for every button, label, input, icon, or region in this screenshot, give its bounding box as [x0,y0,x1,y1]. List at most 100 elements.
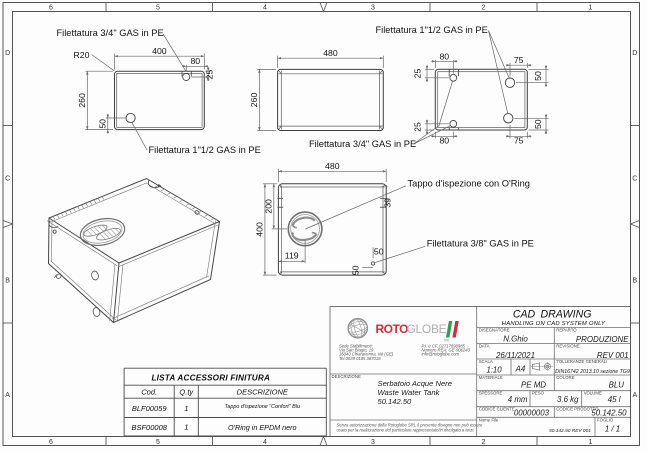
svg-text:D: D [5,50,10,57]
svg-text:5: 5 [156,439,160,446]
svg-text:A: A [5,392,10,399]
svg-text:HANDLING ON CAD SYSTEM ONL: HANDLING ON CAD SYSTEM ONLY [502,321,606,327]
svg-text:400: 400 [255,222,265,237]
svg-text:1: 1 [589,5,593,12]
svg-text:BLF00059: BLF00059 [132,404,167,413]
svg-text:MATERIALE: MATERIALE [479,375,503,380]
svg-text:2: 2 [482,439,486,446]
svg-text:N.Ghio: N.Ghio [503,335,528,344]
svg-text:80: 80 [190,56,200,66]
svg-text:P.I. e CF. 02717890985: P.I. e CF. 02717890985 [422,344,466,349]
svg-text:DISEGNATORE: DISEGNATORE [479,328,510,333]
svg-text:25: 25 [412,122,422,132]
svg-text:25: 25 [412,69,422,79]
svg-text:80: 80 [439,136,449,146]
svg-text:TOLLERANZE GENERALI: TOLLERANZE GENERALI [556,359,607,364]
svg-text:D: D [632,50,637,57]
svg-text:info@rotoglobe.com: info@rotoglobe.com [422,352,460,357]
svg-text:CAD: CAD [513,308,536,320]
svg-text:FOGLIO: FOGLIO [597,418,614,423]
svg-text:PE MD: PE MD [521,380,546,389]
svg-text:B: B [5,278,10,285]
svg-text:4: 4 [263,5,267,12]
svg-text:119: 119 [285,251,299,261]
svg-text:Filettatura 1"1/2 GAS in PE: Filettatura 1"1/2 GAS in PE [376,25,488,35]
svg-text:75: 75 [514,136,524,146]
svg-text:DATA: DATA [479,343,490,348]
svg-text:usato per la realizzazione del: usato per la realizzazione del particola… [337,428,475,433]
svg-text:REPARTO: REPARTO [556,328,577,333]
svg-text:CODICE PRODOTTO: CODICE PRODOTTO [556,407,599,412]
svg-text:Waste Water Tank: Waste Water Tank [378,388,441,397]
svg-text:LISTA ACCESSORI FINITURA: LISTA ACCESSORI FINITURA [151,373,270,382]
svg-text:2: 2 [482,5,486,12]
svg-text:00000003: 00000003 [514,409,550,418]
svg-text:1: 1 [589,439,593,446]
svg-text:BSF00008: BSF00008 [131,423,167,432]
svg-text:260: 260 [77,93,87,108]
svg-text:DIN16742 2013.10 sezione TG9: DIN16742 2013.10 sezione TG9 [555,369,630,375]
svg-text:50: 50 [533,119,543,129]
svg-text:BLU: BLU [609,380,625,389]
svg-text:1: 1 [184,422,188,431]
svg-text:50: 50 [350,265,360,275]
svg-text:4: 4 [263,439,267,446]
svg-text:Tel.0039 0185 387018: Tel.0039 0185 387018 [339,356,381,361]
svg-text:Filettatura 3/4" GAS in PE: Filettatura 3/4" GAS in PE [309,139,416,149]
svg-text:400: 400 [152,46,167,56]
svg-text:Numero REA: GE-906243: Numero REA: GE-906243 [422,348,471,353]
svg-text:Q.ty: Q.ty [179,388,194,397]
svg-text:VOLUME: VOLUME [584,391,602,396]
svg-text:SCALA: SCALA [479,359,493,364]
svg-text:Cod.: Cod. [141,388,157,397]
svg-text:6: 6 [49,439,53,446]
svg-text:50.142.50: 50.142.50 [378,397,413,406]
svg-text:REV 001: REV 001 [597,351,629,360]
svg-text:39: 39 [383,198,393,208]
svg-text:4 mm: 4 mm [508,395,528,404]
svg-text:16040 Chiaravenna, Nè (GE): 16040 Chiaravenna, Nè (GE) [339,352,394,357]
svg-text:Filettatura 1"1/2 GAS in PE: Filettatura 1"1/2 GAS in PE [149,145,261,155]
svg-text:B: B [632,278,637,285]
svg-text:REVISIONE: REVISIONE [556,343,580,348]
svg-text:5: 5 [156,5,160,12]
svg-text:Via San Biagio, 19: Via San Biagio, 19 [339,348,374,353]
svg-text:6: 6 [49,5,53,12]
svg-text:75: 75 [514,55,524,65]
svg-text:SRL: SRL [444,339,451,343]
svg-text:GLOBE: GLOBE [407,322,447,336]
svg-text:Nome File: Nome File [479,418,499,423]
svg-text:25: 25 [205,70,215,80]
svg-text:A4: A4 [515,365,526,374]
svg-text:50.142.50 REV 001: 50.142.50 REV 001 [549,428,591,434]
svg-text:80: 80 [439,51,449,61]
svg-text:50: 50 [374,246,384,256]
svg-text:50.142.50: 50.142.50 [591,409,627,418]
svg-text:50: 50 [98,119,108,129]
svg-text:O'Ring in EPDM nero: O'Ring in EPDM nero [228,423,296,432]
svg-text:50: 50 [533,71,543,81]
svg-text:Filettatura 3/8" GAS in PE: Filettatura 3/8" GAS in PE [427,238,534,248]
svg-text:3: 3 [371,439,375,446]
svg-text:DRAWING: DRAWING [540,308,591,320]
svg-text:Serbatoio Acque Nere: Serbatoio Acque Nere [378,379,452,388]
svg-text:26/11/2021: 26/11/2021 [495,351,535,360]
svg-text:DESCRIZIONE: DESCRIZIONE [237,388,289,397]
svg-text:CODICE CLIENTE: CODICE CLIENTE [479,407,515,412]
svg-text:ROTO: ROTO [376,322,409,336]
svg-text:1:10: 1:10 [486,366,502,375]
svg-text:Senza autorizzazione della Rot: Senza autorizzazione della Rotoglobe SRL… [337,422,484,427]
svg-text:480: 480 [323,48,338,58]
svg-text:Tappo d'ispezione con O'Ring: Tappo d'ispezione con O'Ring [408,178,530,188]
svg-text:PESO: PESO [532,391,545,396]
svg-text:200: 200 [264,199,274,214]
svg-text:PRODUZIONE: PRODUZIONE [576,335,629,344]
svg-text:Tappo d'ispezione "Confort" Bl: Tappo d'ispezione "Confort" Blu [225,404,300,410]
svg-text:DESCRIZIONE: DESCRIZIONE [332,374,361,379]
svg-text:R20: R20 [74,50,90,60]
svg-text:1: 1 [184,404,188,413]
svg-text:C: C [5,176,10,183]
svg-text:480: 480 [325,161,340,171]
svg-text:COLORE: COLORE [556,375,574,380]
svg-text:3: 3 [371,5,375,12]
